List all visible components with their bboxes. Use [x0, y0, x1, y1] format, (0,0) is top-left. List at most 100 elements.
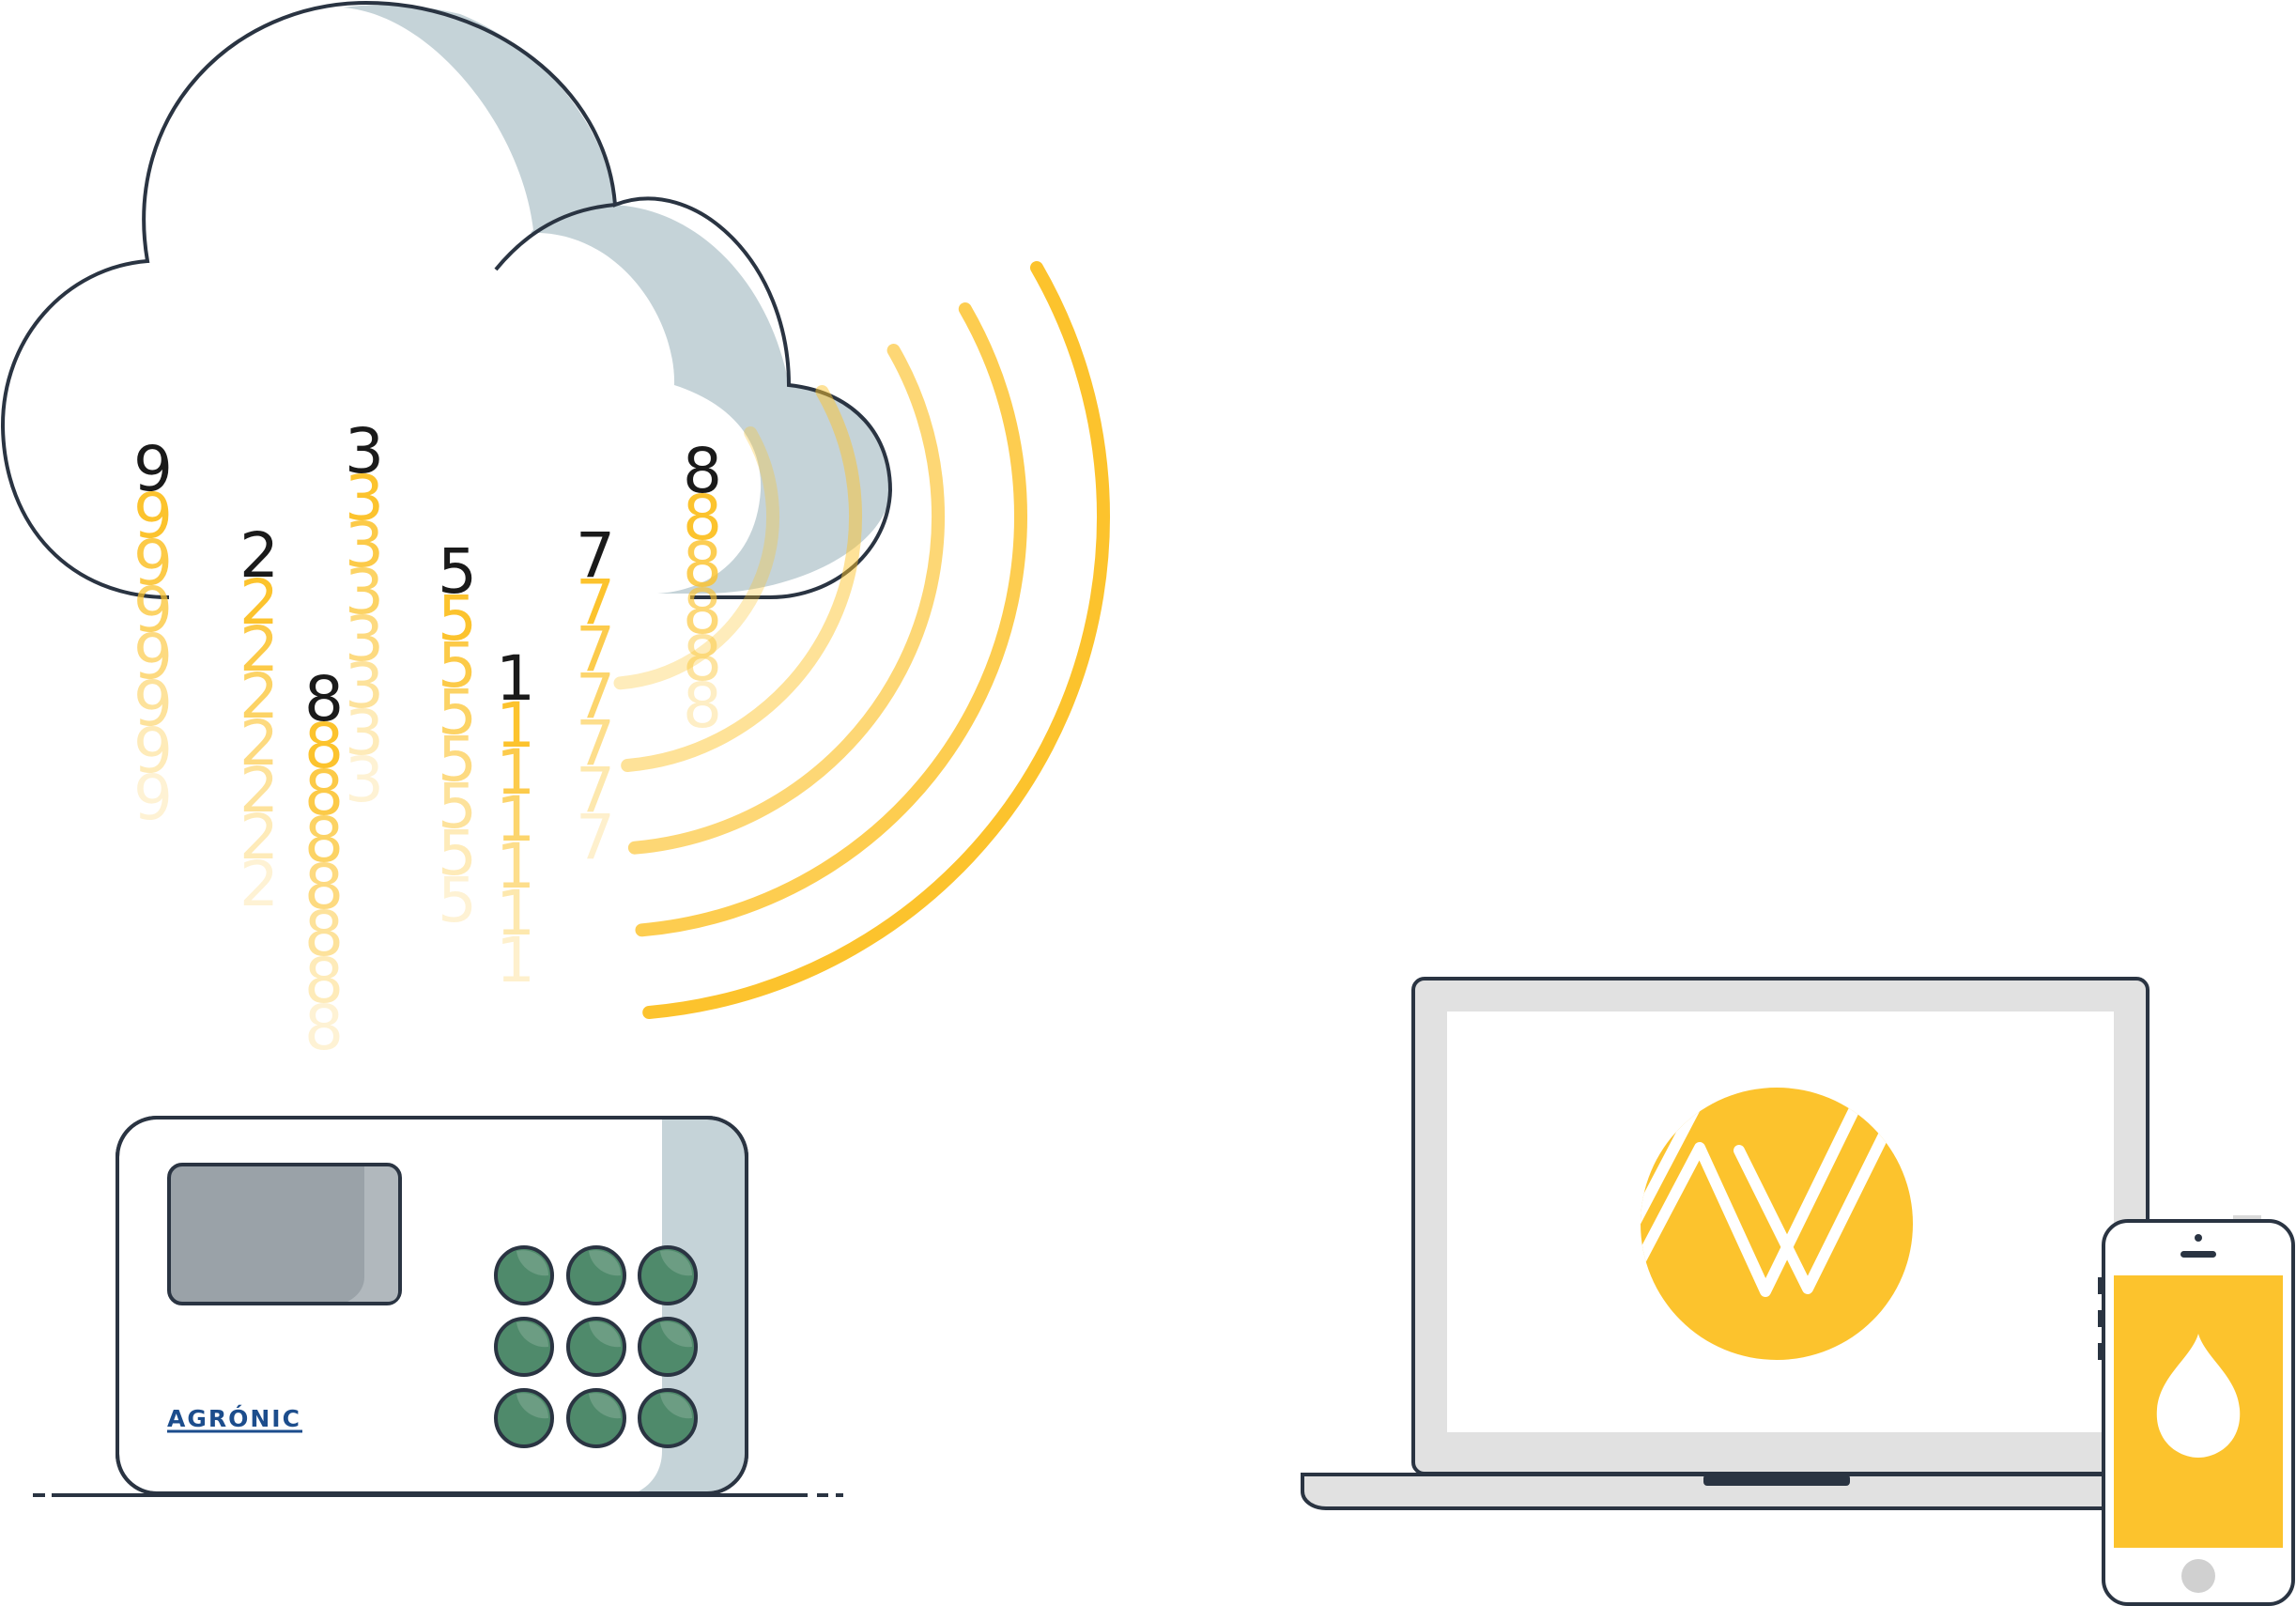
signal-arc — [627, 344, 946, 855]
digit-trail: 9 — [133, 668, 173, 740]
digit-trail: 2 — [239, 754, 279, 826]
keypad-button[interactable] — [494, 1317, 554, 1377]
phone-home-button — [2181, 1559, 2215, 1593]
cloud-inner-curve — [494, 203, 616, 271]
digit-rain: 9999999922222222888888883333333355555555… — [133, 415, 722, 1064]
digit-trail: 2 — [239, 848, 279, 920]
digit-trail: 3 — [345, 556, 384, 628]
digit-head: 9 — [133, 433, 173, 505]
keypad-button[interactable] — [494, 1245, 554, 1305]
signal-arc — [642, 261, 1110, 1019]
digit-head: 8 — [304, 663, 344, 735]
digit-trail: 9 — [133, 621, 173, 693]
keypad-button[interactable] — [566, 1317, 626, 1377]
controller-screen-highlight — [347, 1166, 398, 1302]
digit-trail: 2 — [239, 660, 279, 733]
cloud-icon — [0, 0, 893, 599]
keypad-button[interactable] — [638, 1245, 698, 1305]
laptop-base — [1301, 1473, 2115, 1510]
digit-trail: 5 — [438, 770, 477, 842]
digit-trail: 5 — [438, 817, 477, 889]
aw-logo-icon — [1641, 1088, 1913, 1360]
digit-trail: 9 — [133, 715, 173, 787]
keypad-button[interactable] — [638, 1317, 698, 1377]
digit-trail: 1 — [496, 689, 535, 762]
digit-trail: 1 — [496, 830, 535, 903]
smartphone — [2098, 1215, 2295, 1606]
digit-trail: 7 — [576, 707, 615, 780]
digit-trail: 3 — [345, 509, 384, 581]
digit-trail: 2 — [239, 801, 279, 873]
phone-volume-button-2 — [2098, 1310, 2103, 1327]
digit-trail: 9 — [133, 574, 173, 646]
digit-trail: 7 — [576, 754, 615, 826]
digit-trail: 8 — [683, 670, 722, 742]
digit-trail: 5 — [438, 629, 477, 702]
digit-trail: 1 — [496, 736, 535, 809]
phone-volume-button-1 — [2098, 1277, 2103, 1294]
signal-arc — [635, 302, 1027, 937]
digit-trail: 2 — [239, 707, 279, 780]
digit-trail: 5 — [438, 864, 477, 936]
keypad-button[interactable] — [566, 1245, 626, 1305]
wireless-signal-icon — [613, 261, 1110, 1019]
digit-head: 3 — [345, 415, 384, 487]
digit-trail: 7 — [576, 660, 615, 733]
cloud-outline — [0, 0, 893, 599]
laptop — [1301, 977, 2150, 1510]
digit-trail: 8 — [304, 992, 344, 1064]
digit-trail: 8 — [304, 710, 344, 782]
digit-trail: 1 — [496, 877, 535, 950]
keypad-button[interactable] — [638, 1388, 698, 1448]
digit-trail: 9 — [133, 480, 173, 552]
water-drop-icon — [2156, 1334, 2241, 1458]
controller-body-outline — [116, 1116, 748, 1495]
digit-trail: 8 — [683, 623, 722, 695]
phone-volume-button-3 — [2098, 1343, 2103, 1360]
digit-trail: 8 — [304, 898, 344, 970]
laptop-trackpad-notch — [1703, 1475, 1850, 1486]
digit-trail: 7 — [576, 801, 615, 873]
controller-brand-label: AGRÓNIC — [167, 1404, 301, 1432]
digit-trail: 3 — [345, 650, 384, 722]
irrigation-controller: AGRÓNIC — [33, 1116, 843, 1497]
digit-head: 7 — [576, 519, 615, 592]
controller-screen — [167, 1163, 402, 1305]
keypad-button[interactable] — [494, 1388, 554, 1448]
digit-trail: 8 — [304, 945, 344, 1017]
digit-trail: 1 — [496, 924, 535, 996]
phone-speaker — [2180, 1251, 2216, 1258]
digit-trail: 2 — [239, 613, 279, 686]
cloud-shadow-top — [343, 5, 615, 230]
phone-power-button — [2233, 1215, 2261, 1221]
digit-trail: 5 — [438, 723, 477, 795]
digit-trail: 1 — [496, 783, 535, 856]
digit-trail: 8 — [304, 851, 344, 923]
digit-trail: 5 — [438, 582, 477, 655]
aw-logo-stroke-3 — [1641, 1103, 1701, 1302]
controller-keypad — [494, 1245, 698, 1448]
digit-trail: 8 — [683, 576, 722, 648]
aw-logo-stroke-1 — [1641, 1088, 1874, 1297]
aw-logo-stroke-2 — [1734, 1088, 1913, 1294]
digit-trail: 3 — [345, 603, 384, 675]
digit-trail: 9 — [133, 762, 173, 834]
digit-trail: 8 — [683, 529, 722, 601]
digit-trail: 7 — [576, 613, 615, 686]
digit-trail: 7 — [576, 566, 615, 639]
digit-head: 1 — [496, 642, 535, 715]
digit-head: 8 — [683, 435, 722, 507]
digit-trail: 3 — [345, 744, 384, 816]
digit-trail: 8 — [304, 757, 344, 829]
digit-trail: 8 — [683, 482, 722, 554]
phone-camera — [2195, 1234, 2202, 1242]
signal-arc — [621, 385, 862, 772]
cloud-shadow-right — [531, 204, 890, 595]
digit-head: 5 — [438, 535, 477, 608]
signal-arc — [613, 426, 779, 690]
digit-trail: 2 — [239, 566, 279, 639]
digit-trail: 3 — [345, 697, 384, 769]
keypad-button[interactable] — [566, 1388, 626, 1448]
digit-head: 2 — [239, 519, 279, 592]
